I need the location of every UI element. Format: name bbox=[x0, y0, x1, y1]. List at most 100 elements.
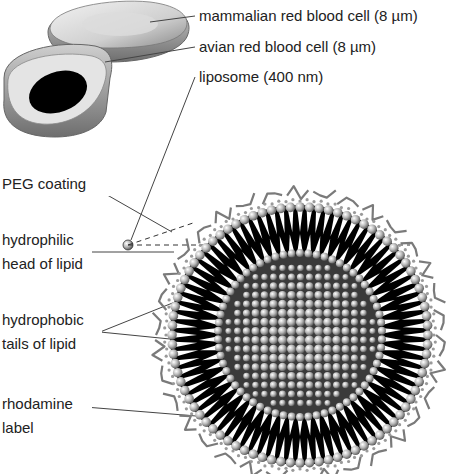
lipid-head bbox=[343, 264, 351, 272]
lipid-tail bbox=[323, 212, 331, 235]
lipid-tail bbox=[297, 209, 303, 232]
lipid-head bbox=[249, 264, 257, 272]
lipid-head bbox=[249, 398, 257, 406]
rhodamine-dot bbox=[190, 255, 193, 258]
lipid-head bbox=[411, 275, 421, 285]
lipid-head bbox=[342, 345, 350, 353]
lipid-head bbox=[234, 337, 241, 344]
lipid-head bbox=[248, 211, 258, 221]
lipid-head bbox=[314, 363, 322, 371]
lipid-head bbox=[351, 301, 358, 308]
lipid-head bbox=[360, 319, 367, 326]
lipid-head bbox=[323, 327, 332, 336]
rhodamine-dot bbox=[432, 312, 435, 315]
lipid-head bbox=[332, 318, 340, 326]
lipid-tail bbox=[280, 236, 286, 253]
lipid-head bbox=[169, 311, 179, 321]
lipid-head bbox=[342, 318, 350, 326]
lipid-head bbox=[296, 249, 304, 257]
rhodamine-dot bbox=[199, 244, 202, 247]
rhodamine-dot bbox=[419, 395, 422, 398]
lipid-tail bbox=[280, 417, 286, 434]
lipid-head bbox=[217, 310, 225, 318]
lipid-head bbox=[270, 381, 277, 388]
lipid-head bbox=[278, 326, 287, 335]
peg-strand bbox=[266, 470, 287, 474]
lipid-head bbox=[278, 345, 287, 354]
peg-strand bbox=[216, 208, 231, 224]
lipid-head bbox=[324, 372, 332, 380]
lipid-head bbox=[305, 363, 314, 372]
lipid-head bbox=[349, 269, 357, 277]
lipid-head bbox=[328, 256, 336, 264]
lipid-head bbox=[375, 430, 385, 440]
lipid-head bbox=[252, 318, 260, 326]
lipid-head bbox=[222, 295, 230, 303]
rhodamine-dot bbox=[220, 225, 223, 228]
lipid-head bbox=[323, 318, 332, 327]
rhodamine-dot bbox=[244, 211, 247, 214]
lipid-tail bbox=[289, 418, 294, 435]
rhodamine-dot bbox=[168, 369, 171, 372]
lipid-head bbox=[234, 346, 241, 353]
rhodamine-dot bbox=[432, 355, 435, 358]
rhodamine-dot bbox=[167, 306, 170, 309]
lipid-head bbox=[315, 391, 322, 398]
lipid-head bbox=[237, 275, 245, 283]
lipid-head bbox=[252, 345, 260, 353]
lipid-head bbox=[401, 258, 411, 268]
lipid-head bbox=[423, 330, 433, 340]
lipid-head bbox=[333, 382, 340, 389]
rhodamine-dot bbox=[360, 213, 363, 216]
lipid-head bbox=[243, 269, 251, 277]
lipid-head bbox=[369, 328, 375, 334]
lipid-head bbox=[314, 309, 323, 318]
lipid-tail bbox=[402, 313, 425, 319]
lipid-head bbox=[366, 288, 374, 296]
lipid-head bbox=[219, 303, 227, 311]
lipid-head bbox=[287, 309, 296, 318]
lipid-head bbox=[252, 363, 259, 370]
rhodamine-dot bbox=[231, 449, 234, 452]
lipid-tail bbox=[177, 358, 200, 366]
lipid-head bbox=[296, 300, 305, 309]
peg-strand bbox=[419, 261, 433, 278]
lipid-head bbox=[360, 355, 367, 362]
lipid-tail bbox=[383, 345, 400, 350]
lipid-head bbox=[269, 354, 277, 362]
peg-strand bbox=[313, 190, 336, 197]
lipid-head bbox=[355, 275, 363, 283]
lipid-head bbox=[261, 363, 269, 371]
lipid-head bbox=[423, 340, 433, 350]
lipid-head bbox=[234, 319, 241, 326]
lipid-tail bbox=[174, 323, 197, 329]
lipid-head bbox=[342, 300, 349, 307]
lipid-head bbox=[168, 321, 178, 331]
rhodamine-dot bbox=[199, 423, 202, 426]
lipid-head bbox=[201, 417, 211, 427]
lipid-head bbox=[288, 265, 295, 272]
lipid-head bbox=[243, 292, 250, 299]
lipid-head bbox=[395, 410, 405, 420]
lipid-head bbox=[170, 302, 180, 312]
rhodamine-dot bbox=[178, 395, 181, 398]
lipid-tail bbox=[307, 438, 313, 461]
lipid-head bbox=[323, 309, 331, 317]
lipid-head bbox=[352, 382, 358, 388]
lipid-head bbox=[315, 282, 323, 290]
lipid-tail bbox=[278, 437, 284, 460]
lipid-head bbox=[252, 283, 259, 290]
lipid-head bbox=[351, 446, 361, 456]
lipid-head bbox=[315, 400, 321, 406]
rhodamine-dot bbox=[434, 326, 437, 329]
lipid-head bbox=[315, 273, 322, 280]
lipid-head bbox=[260, 309, 268, 317]
lipid-head bbox=[269, 318, 278, 327]
lipid-head bbox=[323, 300, 331, 308]
peg-strand bbox=[431, 361, 445, 383]
rhodamine-dot bbox=[404, 419, 407, 422]
lipid-head bbox=[243, 354, 250, 361]
lipid-head bbox=[270, 282, 277, 289]
lipid-head bbox=[332, 354, 340, 362]
lipid-head bbox=[369, 337, 375, 343]
